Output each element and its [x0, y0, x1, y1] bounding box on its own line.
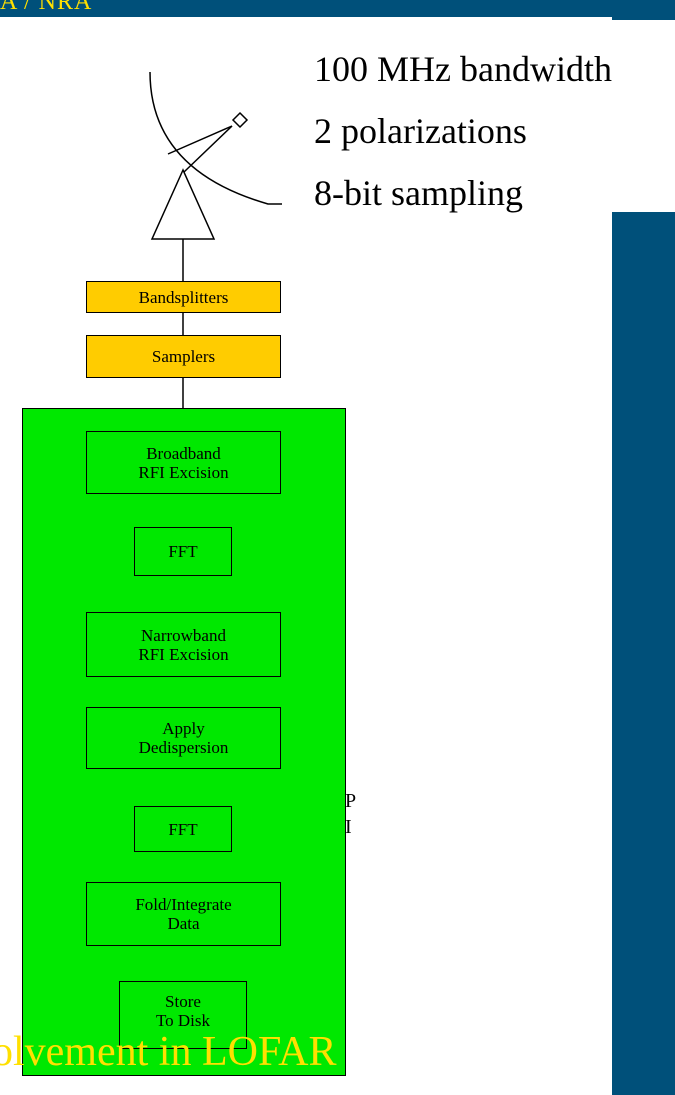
- hidden-text-fragment-1: P: [345, 790, 357, 812]
- apply-dedispersion-block: Apply Dedispersion: [86, 707, 281, 769]
- spec-bandwidth: 100 MHz bandwidth: [314, 49, 612, 89]
- bandsplitters-block: Bandsplitters: [86, 281, 281, 313]
- fft-block-1: FFT: [134, 527, 232, 576]
- spec-list: 100 MHz bandwidth 2 polarizations 8-bit …: [314, 38, 612, 224]
- broadband-rfi-excision-block: Broadband RFI Excision: [86, 431, 281, 494]
- store-to-disk-block: Store To Disk: [119, 981, 247, 1049]
- spec-sampling: 8-bit sampling: [314, 173, 523, 213]
- top-title-fragment: A / NRA: [0, 0, 93, 15]
- fft-block-2: FFT: [134, 806, 232, 852]
- top-title-bar: A / NRA: [0, 0, 612, 17]
- slide-caption: olvement in LOFAR: [0, 1029, 337, 1075]
- hidden-text-fragment-2: I: [345, 816, 352, 838]
- fold-integrate-data-block: Fold/Integrate Data: [86, 882, 281, 946]
- right-side-panel: [612, 212, 675, 1095]
- right-panel-top: [612, 0, 675, 20]
- processing-area: [22, 408, 346, 1076]
- dish-antenna-icon: [149, 71, 282, 240]
- samplers-block: Samplers: [86, 335, 281, 378]
- spec-polarizations: 2 polarizations: [314, 111, 527, 151]
- narrowband-rfi-excision-block: Narrowband RFI Excision: [86, 612, 281, 677]
